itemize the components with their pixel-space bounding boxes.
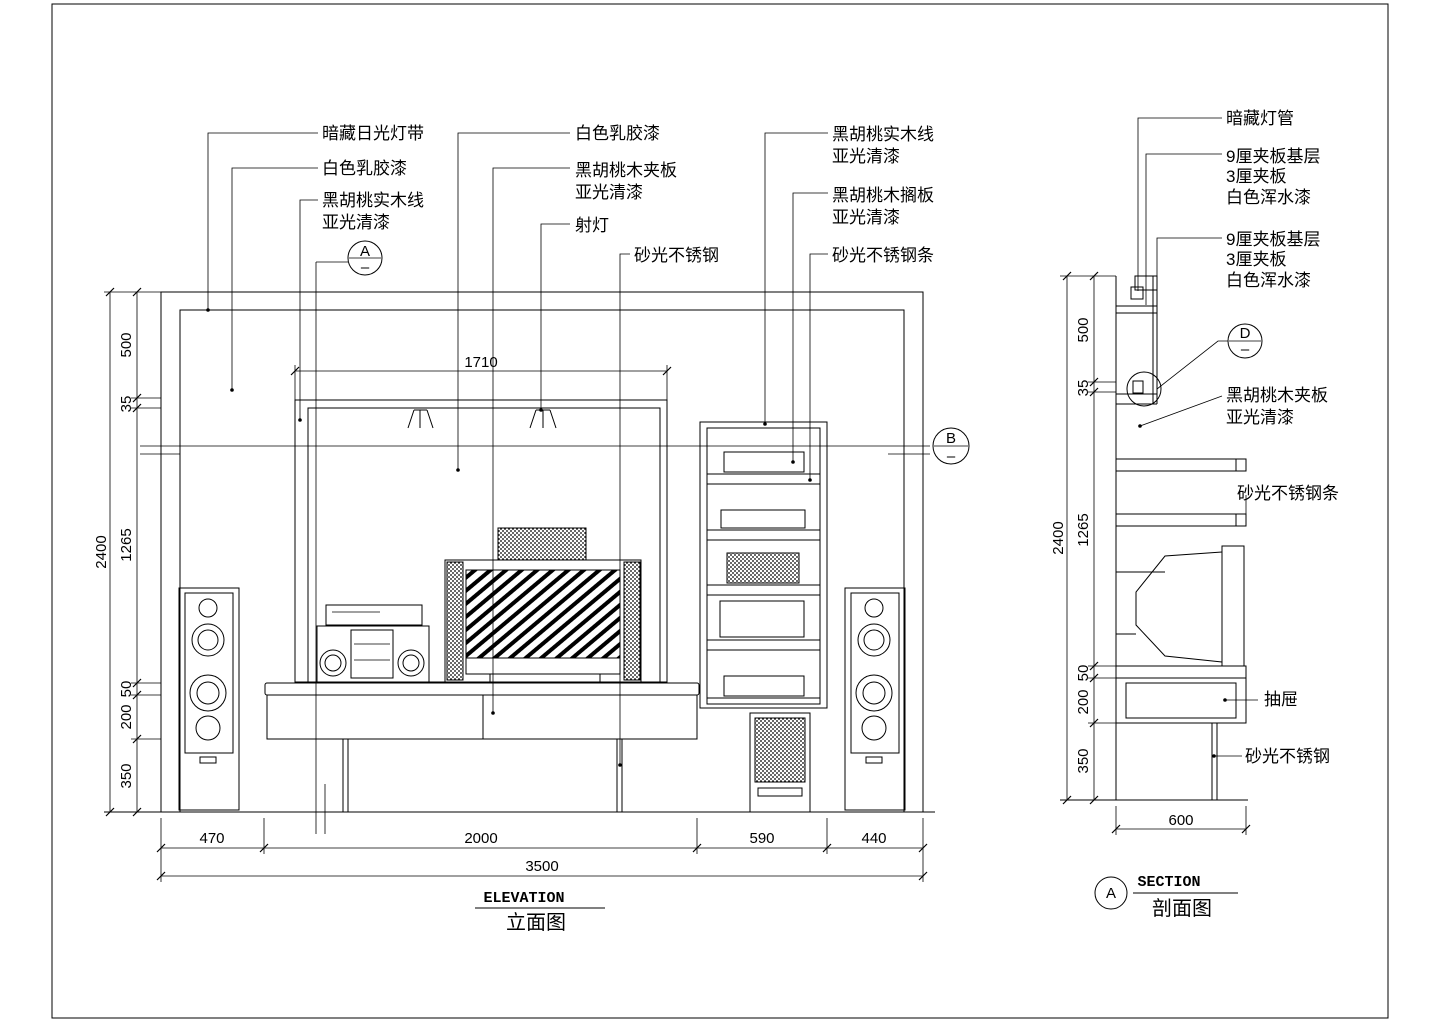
center-speaker: [497, 527, 587, 561]
svg-text:D: D: [1240, 325, 1251, 342]
label-drawer: 抽屉: [1264, 690, 1298, 709]
dim-elev-200: 200: [118, 704, 135, 729]
dim-elev-1710-line: [290, 365, 672, 400]
floor-speaker-left: [178, 587, 240, 811]
label-walnut-trim-right-line2: 亚光清漆: [832, 147, 900, 166]
section-marker-b: B –: [932, 427, 970, 465]
dim-sec-500: 500: [1075, 317, 1092, 342]
label-ply-base-a-1: 9厘夹板基层: [1226, 147, 1320, 166]
section-title-marker: A: [1094, 876, 1128, 910]
label-ply-base-a-3: 白色浑水漆: [1226, 188, 1311, 207]
dim-sec-1265: 1265: [1075, 513, 1092, 546]
svg-text:–: –: [361, 259, 370, 276]
hifi-system: [316, 604, 430, 683]
dim-elev-500: 500: [118, 332, 135, 357]
dim-elev-50: 50: [118, 681, 135, 698]
elevation-title-en: ELEVATION: [483, 890, 564, 907]
svg-text:–: –: [1241, 341, 1250, 358]
label-walnut-shelf-line2: 亚光清漆: [832, 208, 900, 227]
dim-elev-590: 590: [749, 830, 774, 847]
label-ply-base-a-2: 3厘夹板: [1226, 167, 1286, 186]
dim-sec-600: 600: [1168, 812, 1193, 829]
label-walnut-trim-right-line1: 黑胡桃实木线: [832, 125, 934, 144]
label-white-latex-paint-left: 白色乳胶漆: [322, 159, 407, 178]
dim-sec-35: 35: [1075, 380, 1092, 397]
tv-console: [264, 682, 700, 812]
section-leaders: [1137, 117, 1258, 757]
dim-elev-350: 350: [118, 763, 135, 788]
subwoofer: [749, 712, 811, 813]
dim-elev-2400: 2400: [93, 535, 110, 568]
equipment-rack: [699, 421, 828, 709]
dim-elev-470: 470: [199, 830, 224, 847]
svg-text:B: B: [946, 430, 956, 447]
svg-text:A: A: [1106, 885, 1116, 902]
dim-elev-440: 440: [861, 830, 886, 847]
dim-sec-50: 50: [1075, 665, 1092, 682]
detail-marker-d: D –: [1227, 323, 1263, 359]
dim-sec-2400: 2400: [1050, 521, 1067, 554]
elevation-view: 暗藏日光灯带 白色乳胶漆 黑胡桃实木线 亚光清漆 白色乳胶漆 黑胡桃木夹板 亚光…: [93, 124, 970, 934]
television: [444, 559, 642, 683]
label-ply-base-b-2: 3厘夹板: [1226, 250, 1286, 269]
dim-sec-350: 350: [1075, 748, 1092, 773]
label-walnut-panel-line2: 亚光清漆: [575, 183, 643, 202]
section-tv-profile: [1116, 545, 1245, 667]
section-view: D – 暗藏灯管 9厘夹板基层 3厘夹板 白色浑水漆 9厘夹板基层 3厘夹板 白…: [1050, 109, 1339, 920]
svg-text:–: –: [947, 448, 956, 465]
label-brushed-steel-section: 砂光不锈钢: [1245, 747, 1330, 766]
label-walnut-panel-line1: 黑胡桃木夹板: [575, 161, 677, 180]
label-ply-base-b-1: 9厘夹板基层: [1226, 230, 1320, 249]
label-walnut-shelf-line1: 黑胡桃木搁板: [832, 186, 934, 205]
label-hidden-light-tube: 暗藏灯管: [1226, 109, 1294, 128]
label-ply-base-b-3: 白色浑水漆: [1226, 271, 1311, 290]
label-white-latex-paint-center: 白色乳胶漆: [575, 124, 660, 143]
label-walnut-panel-1: 黑胡桃木夹板: [1226, 386, 1328, 405]
section-title-en: SECTION: [1137, 874, 1200, 891]
dim-elev-1710: 1710: [464, 354, 497, 371]
elevation-vertical-dimensions: [104, 287, 161, 817]
label-brushed-steel-strip-section: 砂光不锈钢条: [1237, 484, 1339, 503]
sheet-border: [51, 3, 1389, 1019]
label-spotlight: 射灯: [575, 216, 609, 235]
section-marker-a: A –: [347, 240, 383, 276]
dim-elev-2000: 2000: [464, 830, 497, 847]
dim-elev-3500: 3500: [525, 858, 558, 875]
elevation-horizontal-dimensions: [156, 818, 928, 882]
section-vertical-dimensions: [1060, 271, 1116, 805]
section-title-cn: 剖面图: [1152, 897, 1212, 920]
label-hidden-light-strip: 暗藏日光灯带: [322, 124, 424, 143]
label-brushed-steel: 砂光不锈钢: [634, 246, 719, 265]
spotlight-left: [407, 409, 434, 429]
dim-sec-200: 200: [1075, 689, 1092, 714]
label-walnut-trim-line1: 黑胡桃实木线: [322, 191, 424, 210]
dim-elev-35: 35: [118, 396, 135, 413]
spotlight-right: [529, 409, 557, 429]
label-brushed-steel-strip: 砂光不锈钢条: [832, 246, 934, 265]
section-horizontal-dimension: [1111, 806, 1251, 835]
label-walnut-trim-line2: 亚光清漆: [322, 213, 390, 232]
elevation-leaders: [207, 132, 828, 765]
floor-speaker-right: [844, 587, 906, 811]
svg-text:A: A: [360, 243, 370, 260]
dim-elev-1265: 1265: [118, 528, 135, 561]
elevation-title-cn: 立面图: [506, 911, 566, 934]
label-walnut-panel-2: 亚光清漆: [1226, 408, 1294, 427]
